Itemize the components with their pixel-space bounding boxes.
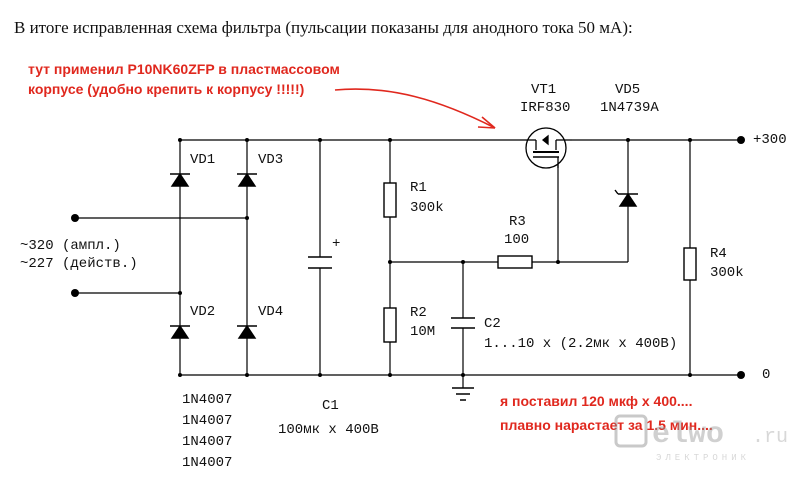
terminal-plus-label: +300 — [753, 132, 787, 148]
vd4-diode-icon — [237, 324, 257, 339]
watermark-logo: elwo .ru ЭЛЕКТРОНИК — [612, 408, 798, 468]
vd1-diode-icon — [170, 172, 190, 187]
c2-name-label: C2 — [484, 316, 501, 332]
diode-part-1: 1N4007 — [182, 392, 233, 408]
junction-dot — [388, 373, 392, 377]
ac-terminal-2 — [71, 289, 79, 297]
r1-body — [383, 182, 397, 218]
annotation-top-line1: тут применил P10NK60ZFP в пластмассовом — [28, 61, 340, 77]
junction-dot — [688, 373, 692, 377]
junction-dot — [245, 216, 249, 220]
ac-terminal-1 — [71, 214, 79, 222]
vd2-diode-icon — [170, 324, 190, 339]
junction-dot — [688, 138, 692, 142]
vt1-mosfet-icon — [520, 127, 572, 169]
vd5-part-label: 1N4739A — [600, 100, 659, 116]
annotation-bottom-line1: я поставил 120 мкф х 400.... — [500, 393, 693, 409]
c2-value-label: 1...10 х (2.2мк х 400В) — [484, 336, 678, 352]
vd1-label: VD1 — [190, 152, 216, 168]
svg-text:.ru: .ru — [752, 426, 788, 449]
junction-dot — [318, 373, 322, 377]
c1-value-label: 100мк х 400В — [278, 422, 379, 438]
r3-value-label: 100 — [504, 232, 530, 248]
vd2-label: VD2 — [190, 304, 216, 320]
page-heading: В итоге исправленная схема фильтра (пуль… — [14, 18, 633, 37]
annotation-top-line2: корпусе (удобно крепить к корпусу !!!!!) — [28, 81, 305, 97]
junction-dot — [461, 373, 465, 377]
svg-text:ЭЛЕКТРОНИК: ЭЛЕКТРОНИК — [656, 453, 750, 463]
junction-dot — [178, 373, 182, 377]
r2-name-label: R2 — [410, 305, 427, 321]
r2-value-label: 10M — [410, 324, 436, 340]
annotation-bottom-line2: плавно нарастает за 1.5 мин.... — [500, 417, 713, 433]
junction-dot — [318, 138, 322, 142]
svg-text:elwo: elwo — [652, 418, 724, 452]
input-rms-label: ~227 (действ.) — [20, 256, 138, 272]
c1-polarity-label: + — [332, 236, 341, 252]
r4-value-label: 300k — [710, 265, 744, 281]
junction-dot — [388, 260, 392, 264]
vt1-name-label: VT1 — [531, 82, 557, 98]
junction-dot — [178, 291, 182, 295]
annotation-arrowhead — [477, 116, 496, 129]
junction-dot — [245, 138, 249, 142]
junction-dot — [461, 260, 465, 264]
junction-dot — [178, 138, 182, 142]
r1-name-label: R1 — [410, 180, 427, 196]
diode-part-4: 1N4007 — [182, 455, 233, 471]
input-amplitude-label: ~320 (ампл.) — [20, 238, 121, 254]
junction-dot — [626, 138, 630, 142]
ground-symbol — [452, 387, 474, 401]
terminal-zero-label: 0 — [762, 367, 771, 383]
vd3-diode-icon — [237, 172, 257, 187]
r2-body — [383, 307, 397, 343]
vd5-name-label: VD5 — [615, 82, 641, 98]
terminal-zero — [737, 371, 745, 379]
r4-name-label: R4 — [710, 246, 727, 262]
diode-part-2: 1N4007 — [182, 413, 233, 429]
r1-value-label: 300k — [410, 200, 444, 216]
r3-name-label: R3 — [509, 214, 526, 230]
terminal-plus — [737, 136, 745, 144]
junction-dot — [556, 260, 560, 264]
r4-body — [683, 247, 697, 281]
diode-part-3: 1N4007 — [182, 434, 233, 450]
c1-name-label: C1 — [322, 398, 339, 414]
junction-dot — [388, 138, 392, 142]
r3-body — [497, 255, 533, 269]
vd3-label: VD3 — [258, 152, 284, 168]
vd4-label: VD4 — [258, 304, 284, 320]
vt1-part-label: IRF830 — [520, 100, 571, 116]
junction-dot — [245, 373, 249, 377]
vd5-zener-icon — [618, 192, 638, 207]
annotation-arrow — [334, 88, 496, 129]
